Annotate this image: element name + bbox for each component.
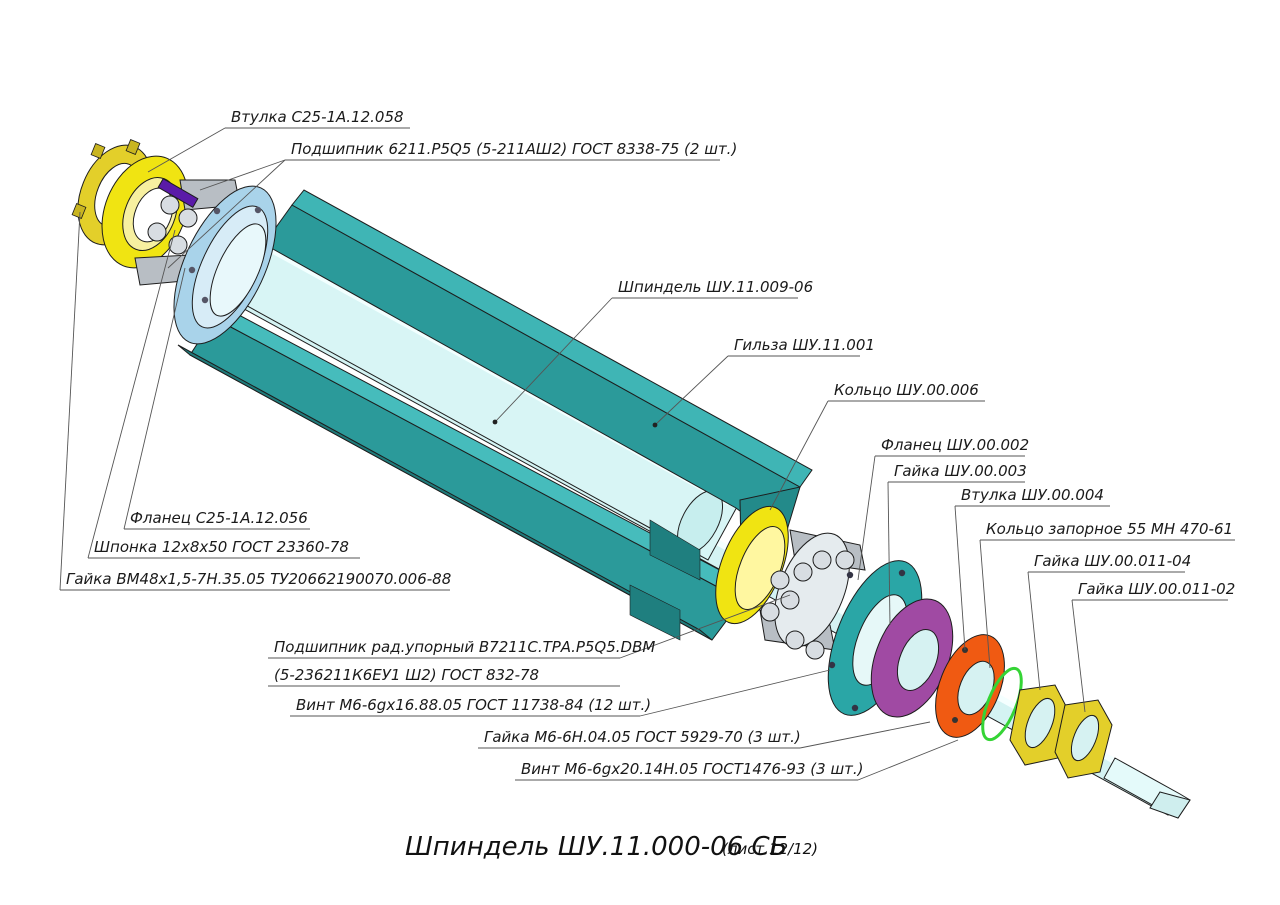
title-main: Шпиндель ШУ.11.000-06 СБ [405,832,787,862]
label-podshipnik-radupor-1: Подшипник рад.упорный В7211С.ТРА.Р5Q5.DB… [274,638,655,656]
label-vtulka-c25: Втулка С25-1А.12.058 [231,108,404,126]
nut-shu-00-011-02 [1054,699,1113,779]
label-shponka: Шпонка 12х8х50 ГОСТ 23360-78 [94,538,349,556]
label-gaika-m6: Гайка М6-6Н.04.05 ГОСТ 5929-70 (3 шт.) [484,728,801,746]
label-gaika-011-02: Гайка ШУ.00.011-02 [1078,580,1235,598]
nut-shu-00-003 [870,598,954,718]
label-flanets-shu: Фланец ШУ.00.002 [881,436,1029,454]
retaining-ring-55 [981,666,1023,742]
angular-bearing-b7211c [759,529,866,660]
drawing-title: Шпиндель ШУ.11.000-06 СБ (лист 12/12) [405,832,818,862]
label-podshipnik-6211: Подшипник 6211.P5Q5 (5-211АШ2) ГОСТ 8338… [291,140,737,158]
left-flange-c25 [173,185,277,345]
sleeve-housing [177,189,813,641]
label-vtulka-shu004: Втулка ШУ.00.004 [961,486,1104,504]
label-flanets-c25: Фланец С25-1А.12.056 [130,509,308,527]
part-labels: Втулка С25-1А.12.058 Подшипник 6211.P5Q5… [66,108,1235,778]
title-sheet: (лист 12/12) [722,840,818,858]
label-gilza: Гильза ШУ.11.001 [734,336,875,354]
label-gaika-vm48: Гайка ВМ48х1,5-7Н.35.05 ТУ20662190070.00… [66,570,451,588]
key-12x8x50 [157,177,199,209]
bushing-shu-00-004 [935,634,1005,738]
label-koltso-zapornoe: Кольцо запорное 55 МН 470-61 [986,520,1233,538]
label-gaika-shu003: Гайка ШУ.00.003 [894,462,1027,480]
ring-shu-00-006 [715,505,789,625]
nut-shu-00-011-04 [1009,684,1069,766]
label-vint-m6-20: Винт М6-6gх20.14Н.05 ГОСТ1476-93 (3 шт.) [521,760,864,778]
label-gaika-011-04: Гайка ШУ.00.011-04 [1034,552,1191,570]
leader-lines [59,127,1235,781]
label-vint-m6-16: Винт М6-6gх16.88.05 ГОСТ 11738-84 (12 шт… [296,696,651,714]
label-koltso: Кольцо ШУ.00.006 [834,381,979,399]
label-podshipnik-radupor-2: (5-236211К6ЕУ1 Ш2) ГОСТ 832-78 [274,666,539,684]
label-shpindel: Шпиндель ШУ.11.009-06 [618,278,813,296]
